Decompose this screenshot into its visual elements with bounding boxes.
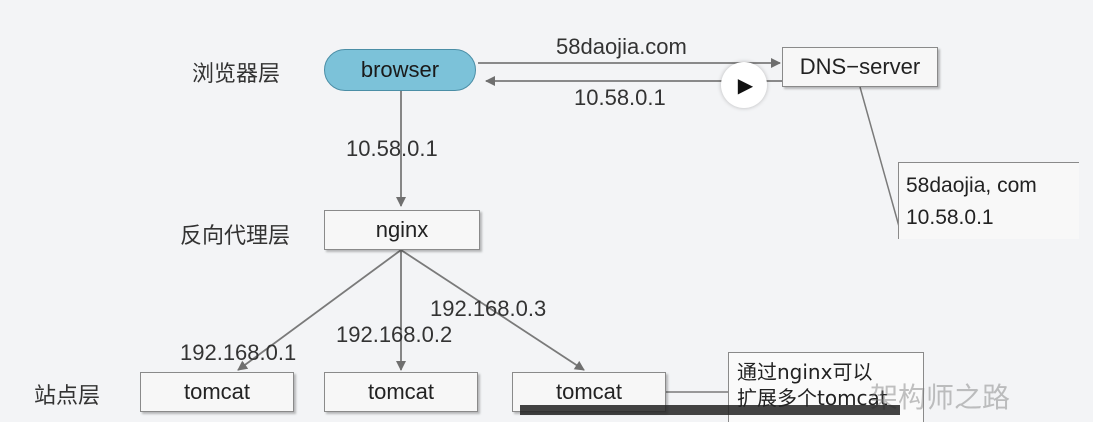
tomcat-scale-note-line1: 通过nginx可以 (737, 360, 873, 384)
tomcat-node-2: tomcat (324, 372, 478, 412)
edge-label-browser-to-nginx: 10.58.0.1 (346, 136, 438, 161)
edge-nginx-to-tomcat-3 (400, 249, 585, 371)
dns-record-note (898, 162, 1079, 239)
bottom-caption-bar (520, 405, 900, 415)
edge-label-nginx-to-tomcat-3: 192.168.0.3 (430, 296, 547, 321)
layer-label-proxy: 反向代理层 (180, 224, 291, 249)
edge-label-nginx-to-tomcat-2: 192.168.0.2 (336, 322, 453, 347)
layer-label-site: 站点层 (34, 384, 101, 409)
edge-nginx-to-tomcat-1 (237, 249, 402, 371)
browser-node: browser (324, 49, 476, 91)
dns-record-ip: 10.58.0.1 (906, 206, 994, 229)
edge-label-nginx-to-tomcat-1: 192.168.0.1 (180, 340, 297, 365)
dns-record-domain: 58daojia, com (906, 174, 1037, 197)
tomcat-node-1: tomcat (140, 372, 294, 412)
edge-label-browser-to-dns: 58daojia.com (556, 34, 687, 59)
dns-server-node: DNS−server (782, 47, 938, 87)
edge-label-dns-to-browser: 10.58.0.1 (574, 85, 666, 110)
play-icon: ▶ (737, 74, 754, 97)
nginx-node: nginx (324, 210, 480, 250)
edge-dns-to-record (859, 86, 901, 231)
play-button[interactable]: ▶ (721, 62, 767, 108)
layer-label-browser: 浏览器层 (192, 62, 281, 87)
